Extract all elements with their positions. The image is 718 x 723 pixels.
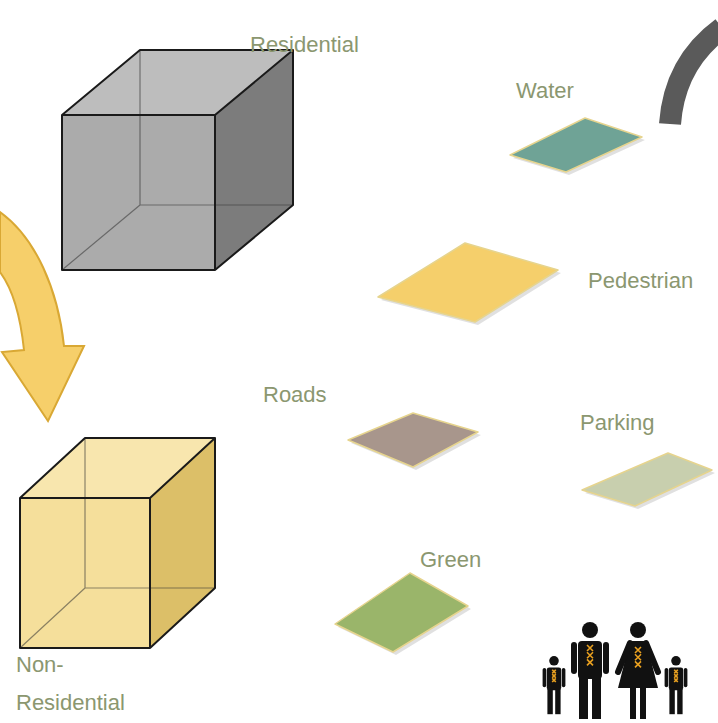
surface-tile [582,453,712,506]
surface-tile [510,118,642,172]
cross-mark [587,652,593,658]
person-figure [665,656,688,714]
cross-mark [635,654,641,660]
area-label: Green [420,541,481,579]
cube-edge [62,50,293,270]
cross-mark [635,661,641,667]
shape-outline [504,112,648,178]
shape-outline [576,447,718,512]
shape-outline [329,567,474,658]
person-figure [543,656,566,714]
cross-mark [552,678,556,682]
person-figure [618,622,658,719]
cross-mark [552,674,556,678]
cross-mark [674,674,678,678]
area-label: Water [516,72,574,110]
cross-mark [635,647,641,653]
shape-outline [372,237,564,328]
cross-mark [587,645,593,651]
cross-mark [674,678,678,682]
area-label: Pedestrian [588,262,693,300]
surface-tile [378,243,558,322]
cube-edge [20,438,215,648]
cube-face [150,438,215,648]
cube-face [62,115,215,270]
surface-tile [335,573,468,652]
person-figure [571,622,609,719]
area-label: Residential [250,26,359,64]
area-label: Roads [263,376,327,414]
area-label: Non-Residential [16,646,156,722]
cross-mark [674,670,678,674]
pedestrian-tile: Pedestrian [372,237,693,328]
parking-tile: Parking [576,404,718,512]
area-label: Parking [580,404,655,442]
people-icon [543,622,688,719]
water-tile: Water [504,72,648,178]
shape-outline [56,44,299,276]
hidden-edge [20,438,215,648]
roads-tile: Roads [263,376,484,473]
curved-arrow [670,28,718,124]
surface-tile [348,413,478,467]
shape-outline [342,407,484,473]
non-residential-cube: Non-Residential [14,432,221,722]
cross-mark [552,670,556,674]
residential-cube: Residential [56,26,359,276]
green-tile: Green [329,541,481,658]
shape-outline [14,432,221,654]
hidden-edge [62,50,293,270]
cross-mark [587,659,593,665]
